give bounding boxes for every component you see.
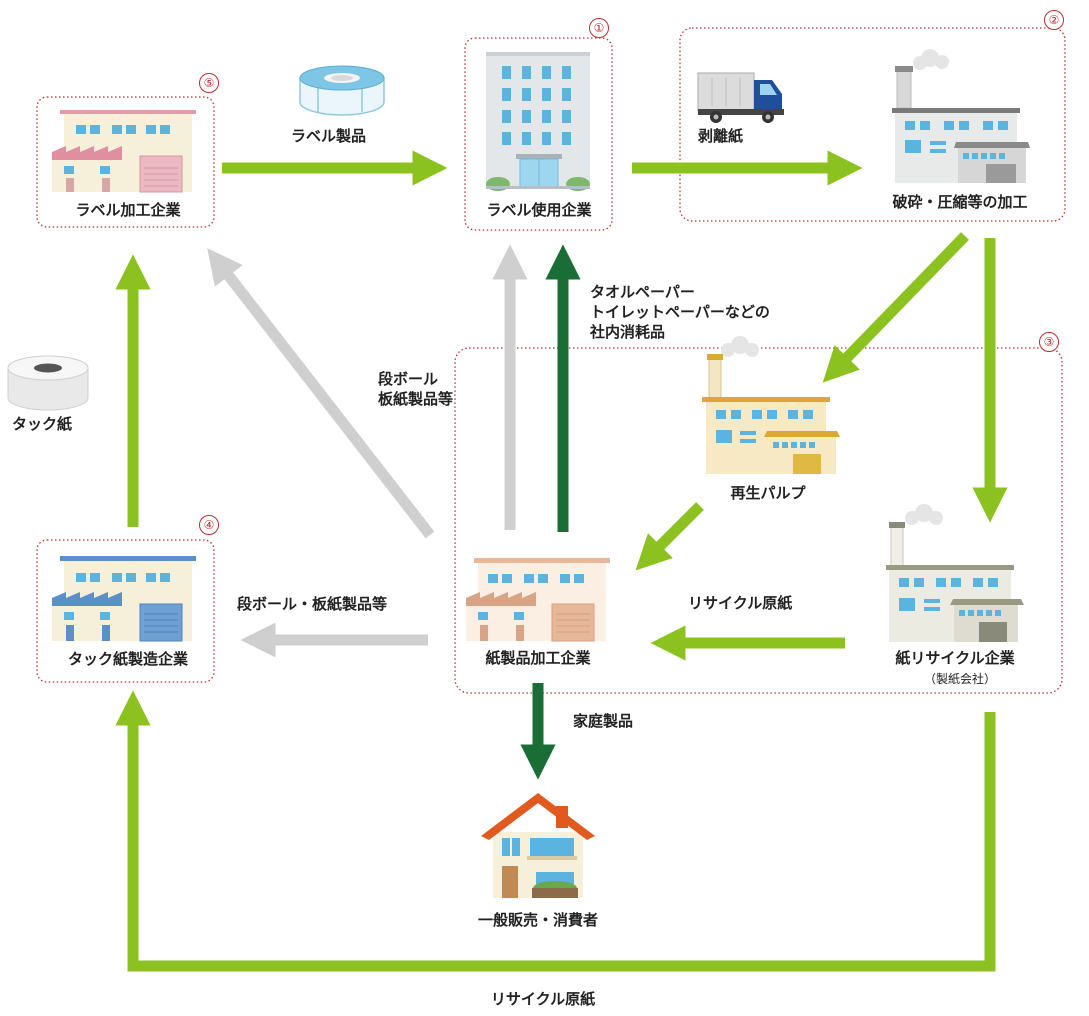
marker-2: ② [1044, 10, 1064, 30]
house-icon [481, 793, 595, 898]
node-paper-products: 紙製品加工企業 [485, 649, 591, 667]
node-recycled-pulp: 再生パルプ [730, 484, 806, 502]
node-consumers: 一般販売・消費者 [477, 911, 599, 929]
factory-icon-recycled-pulp [702, 336, 840, 474]
tack-paper-roll-icon [7, 355, 89, 411]
truck-icon [697, 72, 784, 123]
gray-arrows [207, 244, 528, 658]
box-label-user [464, 37, 613, 231]
label-roll-icon [299, 65, 385, 116]
arrow-crush-to-pulp [822, 232, 969, 383]
marker-5: ⑤ [199, 73, 219, 93]
factory-icon-label-processor [52, 110, 196, 193]
edge-label-products: ラベル製品 [291, 127, 367, 145]
node-crushing: 破砕・圧縮等の加工 [892, 193, 1028, 211]
item-tack-paper: タック紙 [12, 415, 73, 433]
factory-icon-tack-maker [52, 556, 196, 642]
factory-icon-paper-recycler [886, 504, 1024, 642]
edge-recycled-base-mid: リサイクル原紙 [688, 594, 793, 612]
arrow-recycled-base-loop [115, 690, 996, 972]
node-paper-recycler: 紙リサイクル企業 [895, 649, 1015, 667]
node-tack-maker: タック紙製造企業 [67, 650, 189, 668]
factory-icon-paper-products [466, 558, 610, 642]
edge-household: 家庭製品 [573, 712, 634, 730]
edge-release-paper: 剥離紙 [698, 127, 744, 145]
marker-1: ① [589, 18, 609, 38]
edge-cardboard-left: 段ボール 板紙製品等 [378, 370, 454, 408]
edge-recycled-base-bottom: リサイクル原紙 [490, 990, 596, 1008]
node-paper-recycler-sub: （製紙会社） [923, 672, 997, 686]
marker-3: ③ [1039, 332, 1059, 352]
light-green-arrows [115, 150, 1008, 972]
arrow-pulp-to-products [635, 502, 704, 571]
box-tack-maker [36, 539, 215, 683]
arrow-products-to-label-processor [207, 248, 435, 539]
office-building-icon [486, 52, 590, 191]
marker-4: ④ [199, 515, 219, 535]
box-label-processor [36, 96, 215, 228]
edge-cardboard-bottom: 段ボール・板紙製品等 [237, 595, 388, 613]
node-label-user: ラベル使用企業 [486, 201, 592, 219]
edge-towel-paper: タオルペーパー トイレットペーパーなどの 社内消耗品 [590, 283, 770, 341]
box-crushing [679, 27, 1066, 222]
factory-icon-crushing [892, 49, 1030, 183]
dark-green-arrows [520, 244, 581, 780]
node-label-processor: ラベル加工企業 [75, 201, 181, 219]
